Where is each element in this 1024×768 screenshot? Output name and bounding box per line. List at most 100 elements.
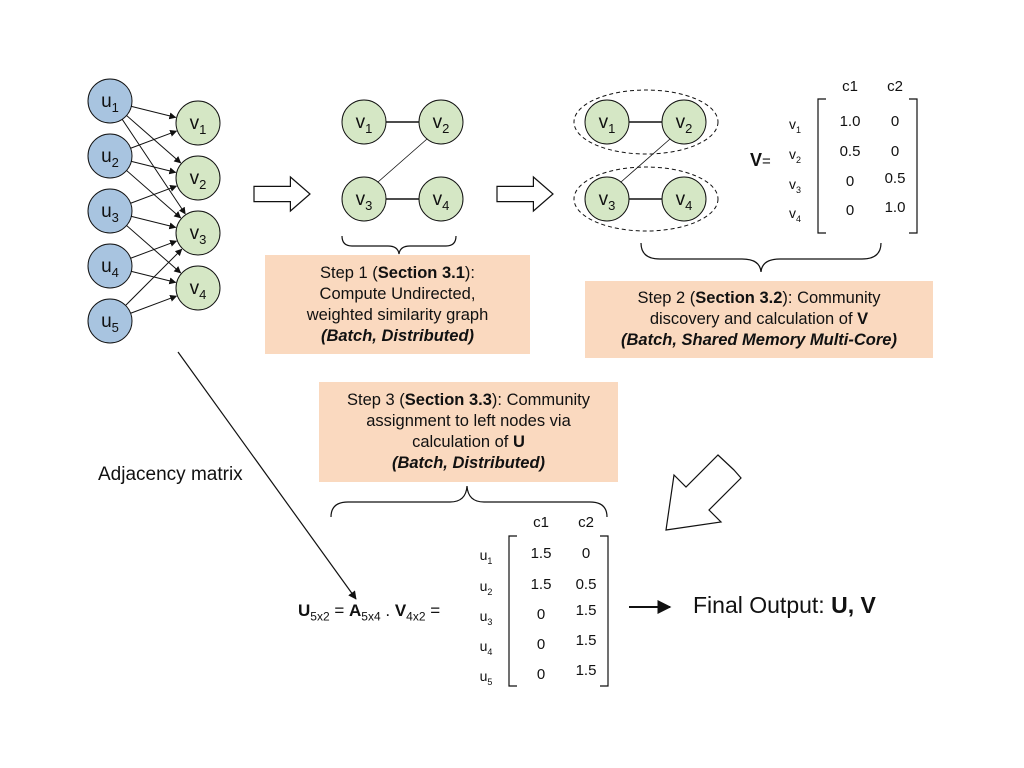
step3-block-arrow [665, 454, 742, 531]
u-node-3 [87, 188, 133, 234]
v-bracket-right [909, 98, 918, 234]
step1-box: Step 1 (Section 3.1): Compute Undirected… [265, 255, 530, 354]
u-bracket-left [508, 535, 517, 687]
eq-equals-2: = [425, 601, 441, 620]
edge-u5-v4 [130, 295, 178, 314]
edge-u2-v1 [130, 130, 178, 149]
v-node-4 [175, 265, 221, 311]
sim-node-4 [418, 176, 464, 222]
v-node-2 [175, 155, 221, 201]
step2-prefix: Step 2 ( [637, 289, 696, 307]
eq-v: V [394, 601, 407, 620]
u-col-header-1: c1 [533, 514, 549, 531]
u-col-header-2: c2 [578, 514, 594, 531]
u-cell-r3c2: 1.5 [576, 602, 597, 619]
comm-node-label-2: v2 [676, 112, 693, 136]
final-output-bold: U, V [831, 592, 876, 618]
step3-suffix: ): Community [491, 391, 591, 409]
comm-node-1 [584, 99, 630, 145]
adjacency-arrow [177, 351, 357, 600]
comm-node-label-3: v3 [599, 189, 616, 213]
u-node-5 [87, 298, 133, 344]
edge-u3-v2 [130, 185, 178, 204]
u-cell-r3c1: 0 [537, 606, 545, 623]
step1-prefix: Step 1 ( [319, 263, 378, 282]
step2-line2: discovery and calculation of [649, 310, 858, 328]
eq-a-sub: 5x4 [361, 609, 381, 624]
comm-edge-v3-v2 [620, 138, 671, 183]
sim-node-label-4: v4 [433, 189, 450, 213]
v-row-label-2: v2 [789, 146, 801, 165]
v-cell-r2c1: 0.5 [840, 143, 861, 160]
step3-line2: assignment to left nodes via [366, 412, 571, 430]
u-node-label-4: u4 [101, 256, 119, 280]
u-cell-r2c1: 1.5 [531, 576, 552, 593]
step1-section: Section 3.1 [377, 263, 465, 282]
comm-node-2 [661, 99, 707, 145]
edge-u1-v1 [131, 105, 177, 120]
u-row-label-1: u1 [480, 547, 493, 566]
v-col-header-2: c2 [887, 78, 903, 95]
u-bracket-right [600, 535, 609, 687]
step3-line3-bold: U [512, 433, 525, 451]
bipartite-edges [121, 105, 186, 314]
edge-u5-v3 [125, 248, 183, 306]
step1-suffix: ): [464, 263, 475, 282]
step3-box: Step 3 (Section 3.3): Community assignme… [319, 382, 618, 482]
sim-node-label-2: v2 [433, 112, 450, 136]
u-node-4 [87, 243, 133, 289]
step2-section: Section 3.2 [695, 289, 783, 307]
v-bracket-left [817, 98, 826, 234]
sim-edge-v3-v2 [377, 138, 428, 183]
sim-node-label-3: v3 [356, 189, 373, 213]
v-col-header-1: c1 [842, 78, 858, 95]
u-row-label-5: u5 [480, 668, 493, 687]
community-2-ellipse [573, 166, 719, 232]
sim-node-3 [341, 176, 387, 222]
v-node-label-3: v3 [190, 223, 207, 247]
u-node-2 [87, 133, 133, 179]
equation: U5x2 = A5x4 . V4x2 = [298, 601, 440, 623]
eq-u-sub: 5x2 [310, 609, 330, 624]
v-row-label-4: v4 [789, 205, 801, 224]
u-cell-r5c1: 0 [537, 666, 545, 683]
v-cell-r3c1: 0 [846, 173, 854, 190]
step3-brace [330, 485, 608, 518]
step3-section: Section 3.3 [404, 391, 492, 409]
v-row-label-1: v1 [789, 116, 801, 135]
step2-line2-bold: V [857, 310, 869, 328]
step3-mode: (Batch, Distributed) [391, 454, 546, 472]
v-matrix-label: V= [750, 150, 771, 170]
comm-node-3 [584, 176, 630, 222]
v-node-3 [175, 210, 221, 256]
u-row-label-4: u4 [480, 638, 493, 657]
step3-line3: calculation of [412, 433, 513, 451]
v-row-label-3: v3 [789, 176, 801, 195]
step1-line3: weighted similarity graph [306, 305, 489, 324]
edge-u4-v3 [130, 240, 178, 259]
v-cell-r1c1: 1.0 [840, 113, 861, 130]
v-cell-r3c2: 0.5 [885, 170, 906, 187]
u-node-1 [87, 78, 133, 124]
v-cell-r4c2: 1.0 [885, 199, 906, 216]
sim-node-2 [418, 99, 464, 145]
eq-a: A [349, 601, 362, 620]
sim-node-1 [341, 99, 387, 145]
step1-mode: (Batch, Distributed) [320, 326, 475, 345]
edge-u2-v2 [131, 160, 177, 175]
v-node-label-4: v4 [190, 278, 207, 302]
v-node-label-1: v1 [190, 113, 207, 137]
step1-brace [341, 235, 457, 255]
v-node-1 [175, 100, 221, 146]
v-cell-r4c1: 0 [846, 202, 854, 219]
step1-block-arrow [253, 175, 311, 213]
u-cell-r4c1: 0 [537, 636, 545, 653]
edge-u3-v3 [131, 215, 177, 230]
u-cell-r4c2: 1.5 [576, 632, 597, 649]
u-cell-r5c2: 1.5 [576, 662, 597, 679]
step3-prefix: Step 3 ( [346, 391, 405, 409]
